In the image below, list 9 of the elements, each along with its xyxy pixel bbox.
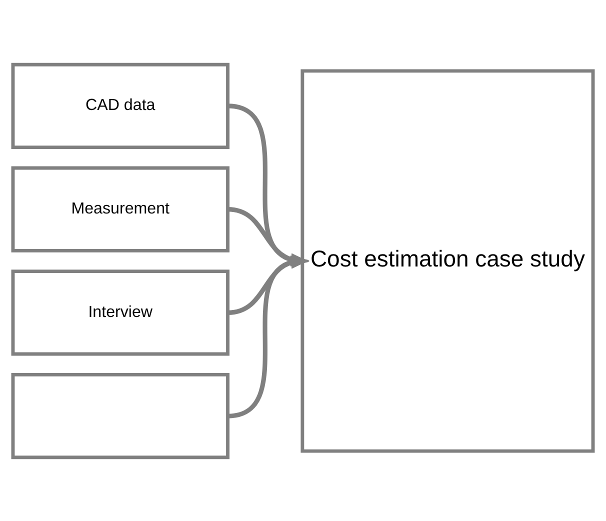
node-box: CAD data bbox=[11, 62, 230, 149]
arrow bbox=[227, 255, 310, 418]
arrow bbox=[228, 255, 310, 314]
arrow bbox=[228, 206, 310, 266]
node-box bbox=[11, 372, 230, 459]
arrow bbox=[227, 103, 310, 266]
node-box: Measurement bbox=[11, 166, 230, 252]
node-box: Cost estimation case study bbox=[300, 68, 595, 452]
node-box: Interview bbox=[11, 269, 230, 356]
